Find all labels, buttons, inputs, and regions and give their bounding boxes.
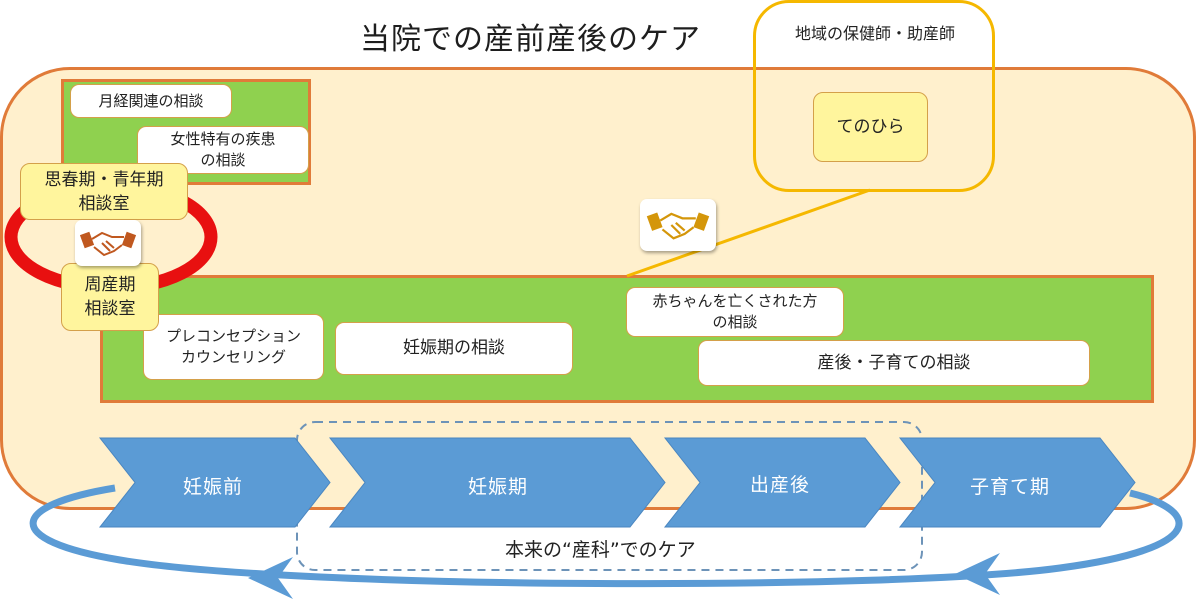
infant-loss-consultation-card: 赤ちゃんを亡くされた方 の相談 <box>626 287 844 337</box>
stage-chevron-postpartum <box>663 437 901 528</box>
preconception-counseling-card: プレコンセプション カウンセリング <box>143 314 324 380</box>
perinatal-consultation-room: 周産期 相談室 <box>61 263 159 331</box>
stage-label-childcare: 子育て期 <box>970 476 1051 498</box>
cycle-arrowhead-left <box>248 557 293 599</box>
care-cycle-loop <box>29 484 1183 588</box>
postpartum-childcare-consultation-card: 産後・子育ての相談 <box>698 340 1090 386</box>
cycle-arrowhead-right <box>955 553 1000 595</box>
stage-chevron-pre-pregnancy <box>98 437 331 528</box>
pregnancy-consultation-card: 妊娠期の相談 <box>335 322 573 375</box>
obstetrics-scope-label: 本来の“産科”でのケア <box>505 539 696 561</box>
stage-label-pre-pregnancy: 妊娠前 <box>183 476 244 498</box>
diagram-title: 当院での産前産後のケア <box>360 22 701 57</box>
adolescent-consultation-room: 思春期・青年期 相談室 <box>20 163 188 220</box>
community-health-title: 地域の保健師・助産師 <box>794 24 955 43</box>
stage-chevron-childcare <box>898 437 1136 528</box>
handshake-icon <box>75 220 141 266</box>
stage-label-postpartum: 出産後 <box>750 474 811 496</box>
tenohira-card: てのひら <box>813 92 928 162</box>
community-handshake-icon <box>640 199 716 251</box>
menstrual-consultation-card: 月経関連の相談 <box>70 84 232 118</box>
female-disease-consultation-card: 女性特有の疾患 の相談 <box>137 126 309 174</box>
stage-label-pregnancy: 妊娠期 <box>468 476 529 498</box>
community-link-line <box>626 188 871 278</box>
community-health-group <box>753 0 995 192</box>
stage-chevron-pregnancy <box>328 437 666 528</box>
